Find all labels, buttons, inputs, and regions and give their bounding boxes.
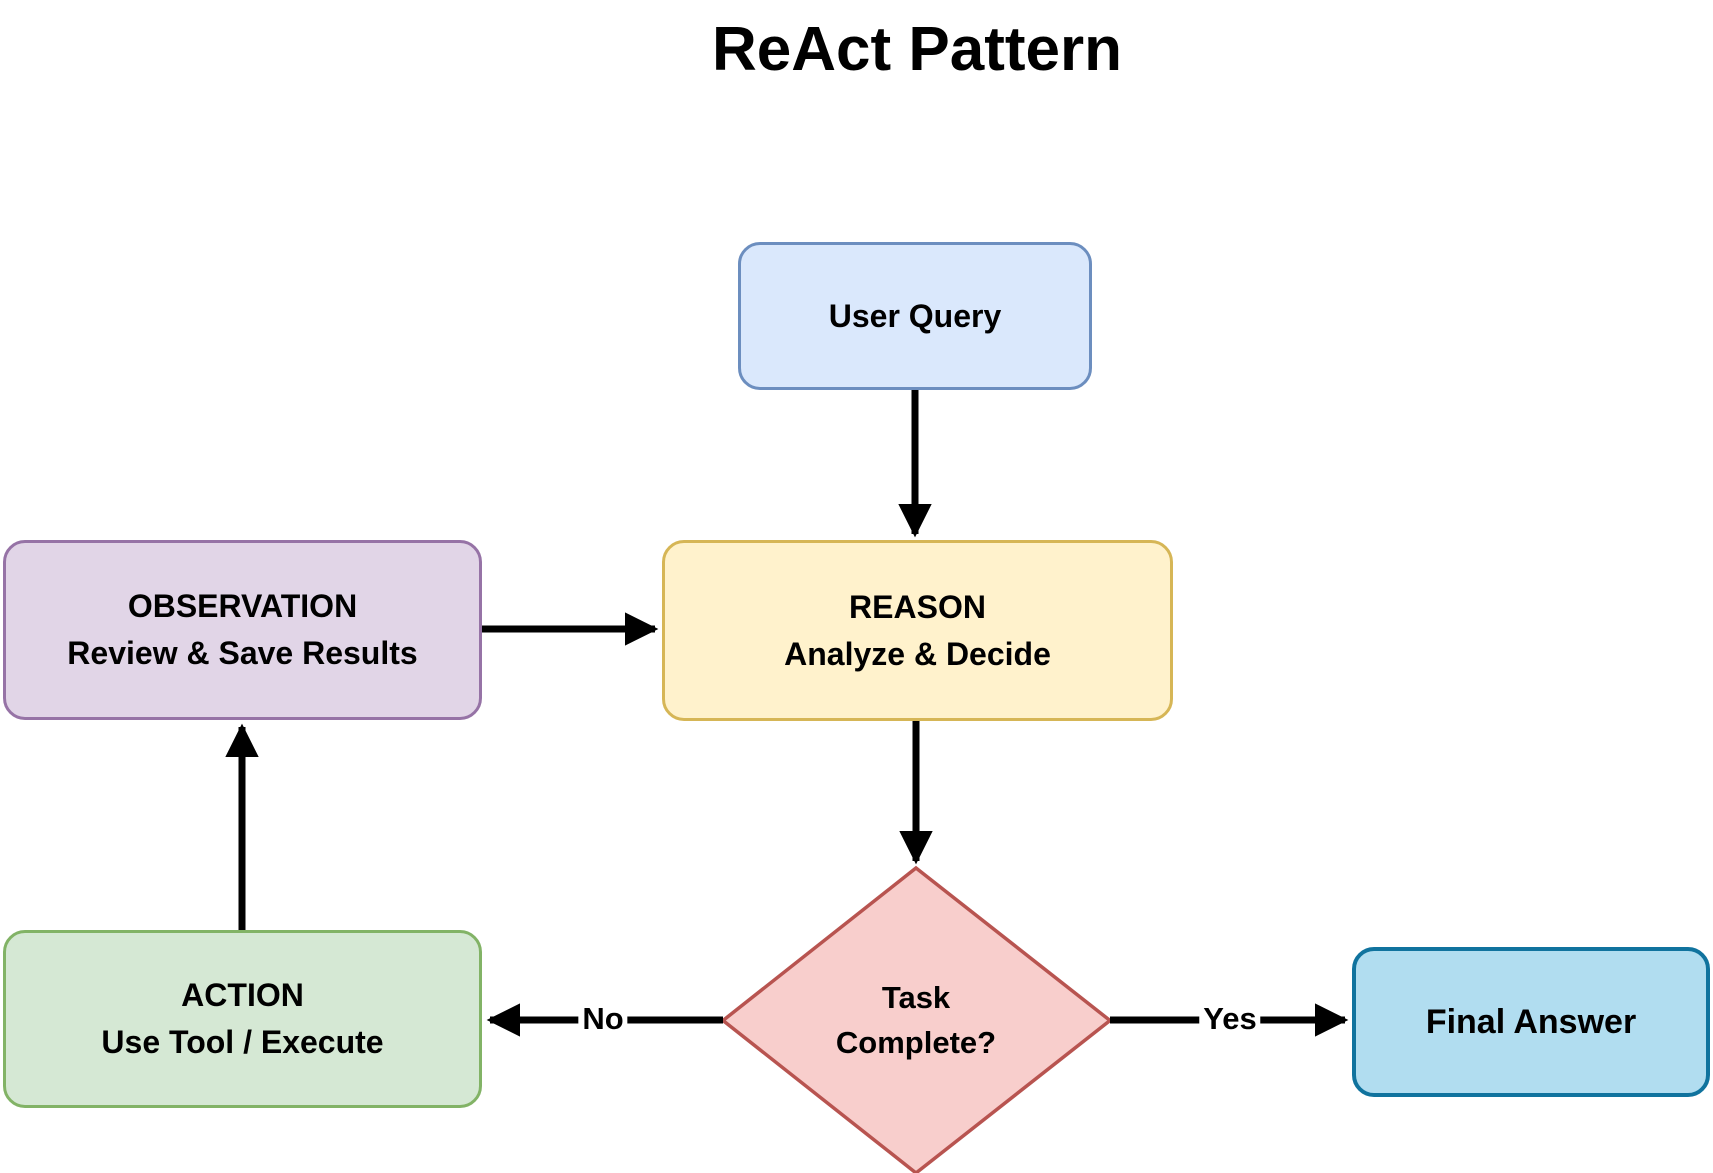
action-node: ACTION Use Tool / Execute [3, 930, 482, 1108]
task-complete-diamond-shape [720, 865, 1113, 1173]
reason-node: REASON Analyze & Decide [662, 540, 1173, 721]
reason-subtitle: Analyze & Decide [784, 635, 1051, 672]
action-title: ACTION [181, 977, 304, 1013]
observation-subtitle: Review & Save Results [67, 635, 418, 671]
edge-label-no: No [578, 1001, 628, 1037]
user-query-node: User Query [738, 242, 1092, 390]
action-subtitle: Use Tool / Execute [101, 1024, 384, 1060]
final-answer-node: Final Answer [1352, 947, 1710, 1097]
edge-label-yes: Yes [1199, 1001, 1261, 1037]
diagram-title: ReAct Pattern [712, 15, 1122, 84]
task-complete-decision-label: Task Complete? [836, 975, 996, 1065]
reason-title: REASON [849, 588, 986, 625]
final-answer-label: Final Answer [1425, 1002, 1637, 1041]
user-query-label: User Query [828, 297, 1002, 334]
observation-title: OBSERVATION [127, 588, 358, 624]
task-complete-line2: Complete? [835, 1025, 997, 1060]
task-complete-line1: Task [881, 980, 951, 1015]
observation-node: OBSERVATION Review & Save Results [3, 540, 482, 720]
